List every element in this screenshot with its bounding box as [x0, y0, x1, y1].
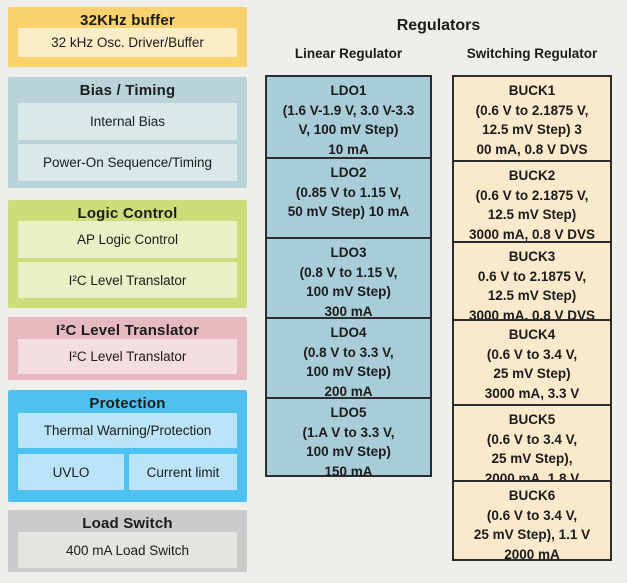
block-item-i2c-level-translator: I²C Level Translator: [18, 262, 237, 298]
switching-regulator-heading: Switching Regulator: [466, 46, 598, 61]
ldo2-name: LDO2: [330, 165, 367, 180]
block-logic-control: Logic Control AP Logic Control I²C Level…: [8, 200, 247, 308]
ldo5-cell: LDO5 (1.A V to 3.3 V, 100 mV Step) 150 m…: [265, 397, 432, 479]
block-title-32khz-buffer: 32KHz buffer: [80, 12, 175, 29]
buck2-cell: BUCK2 (0.6 V to 2.1875 V, 12.5 mV Step) …: [452, 160, 612, 243]
block-item-ap-logic-control: AP Logic Control: [18, 221, 237, 258]
buck6-name: BUCK6: [508, 488, 556, 503]
buck2-details: (0.6 V to 2.1875 V, 12.5 mV Step) 3000 m…: [468, 187, 596, 242]
block-protection: Protection Thermal Warning/Protection UV…: [8, 390, 247, 502]
ldo5-details: (1.A V to 3.3 V, 100 mV Step) 150 mA: [302, 424, 395, 479]
buck1-cell: BUCK1 (0.6 V to 2.1875 V, 12.5 mV Step) …: [452, 75, 612, 162]
block-load-switch: Load Switch 400 mA Load Switch: [8, 510, 247, 572]
block-item-power-on-sequence: Power-On Sequence/Timing: [18, 144, 237, 181]
ldo1-name: LDO1: [330, 83, 367, 98]
block-bias-timing: Bias / Timing Internal Bias Power-On Seq…: [8, 77, 247, 188]
block-title-load-switch: Load Switch: [82, 515, 173, 532]
regulators-title: Regulators: [396, 17, 481, 34]
block-32khz-buffer: 32KHz buffer 32 kHz Osc. Driver/Buffer: [8, 7, 247, 67]
buck4-cell: BUCK4 (0.6 V to 3.4 V, 25 mV Step) 3000 …: [452, 319, 612, 406]
block-title-i2c-level-translator: I²C Level Translator: [55, 322, 200, 339]
block-item-internal-bias: Internal Bias: [18, 103, 237, 140]
ldo3-details: (0.8 V to 1.15 V, 100 mV Step) 300 mA: [299, 264, 398, 319]
buck5-name: BUCK5: [508, 412, 556, 427]
block-item-400ma-load-switch: 400 mA Load Switch: [18, 532, 237, 568]
ldo2-cell: LDO2 (0.85 V to 1.15 V, 50 mV Step) 10 m…: [265, 157, 432, 239]
ldo1-cell: LDO1 (1.6 V-1.9 V, 3.0 V-3.3 V, 100 mV S…: [265, 75, 432, 159]
linear-regulator-heading: Linear Regulator: [294, 46, 403, 61]
block-item-osc-driver-buffer: 32 kHz Osc. Driver/Buffer: [18, 28, 237, 57]
block-i2c-level-translator: I²C Level Translator I²C Level Translato…: [8, 317, 247, 380]
block-title-bias-timing: Bias / Timing: [79, 82, 176, 99]
ldo1-details: (1.6 V-1.9 V, 3.0 V-3.3 V, 100 mV Step) …: [282, 102, 415, 157]
ldo5-name: LDO5: [330, 405, 367, 420]
buck3-details: 0.6 V to 2.1875 V, 12.5 mV Step) 3000 mA…: [468, 268, 596, 323]
block-item-i2c-level-translator: I²C Level Translator: [18, 339, 237, 374]
buck6-details: (0.6 V to 3.4 V, 25 mV Step), 1.1 V 2000…: [473, 507, 591, 562]
buck5-cell: BUCK5 (0.6 V to 3.4 V, 25 mV Step), 2000…: [452, 404, 612, 486]
ldo3-name: LDO3: [330, 245, 367, 260]
buck6-cell: BUCK6 (0.6 V to 3.4 V, 25 mV Step), 1.1 …: [452, 480, 612, 562]
ldo4-cell: LDO4 (0.8 V to 3.3 V, 100 mV Step) 200 m…: [265, 317, 432, 399]
block-item-thermal-warning-protection: Thermal Warning/Protection: [18, 413, 237, 448]
buck2-name: BUCK2: [508, 168, 556, 183]
block-title-logic-control: Logic Control: [77, 205, 178, 222]
block-item-current-limit: Current limit: [129, 454, 237, 490]
buck3-name: BUCK3: [508, 249, 556, 264]
buck1-details: (0.6 V to 2.1875 V, 12.5 mV Step) 3 00 m…: [475, 102, 589, 157]
block-item-uvlo: UVLO: [18, 454, 124, 490]
block-title-protection: Protection: [89, 395, 166, 412]
buck1-name: BUCK1: [508, 83, 556, 98]
buck4-name: BUCK4: [508, 327, 556, 342]
ldo2-details: (0.85 V to 1.15 V, 50 mV Step) 10 mA: [287, 184, 410, 220]
ldo4-name: LDO4: [330, 325, 367, 340]
linear-regulator-column: LDO1 (1.6 V-1.9 V, 3.0 V-3.3 V, 100 mV S…: [265, 75, 432, 479]
buck3-cell: BUCK3 0.6 V to 2.1875 V, 12.5 mV Step) 3…: [452, 241, 612, 323]
buck4-details: (0.6 V to 3.4 V, 25 mV Step) 3000 mA, 3.…: [484, 346, 580, 401]
ldo4-details: (0.8 V to 3.3 V, 100 mV Step) 200 mA: [303, 344, 394, 399]
ldo3-cell: LDO3 (0.8 V to 1.15 V, 100 mV Step) 300 …: [265, 237, 432, 319]
switching-regulator-column: BUCK1 (0.6 V to 2.1875 V, 12.5 mV Step) …: [452, 75, 612, 562]
